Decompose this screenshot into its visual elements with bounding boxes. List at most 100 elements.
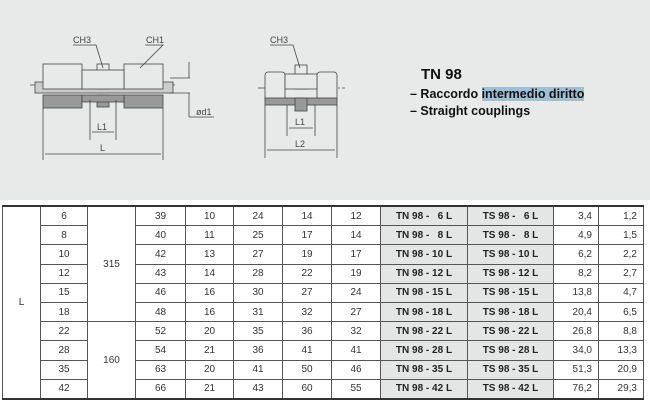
dimension-cell: 19 bbox=[282, 244, 332, 265]
dimension-cell: 25 bbox=[233, 225, 283, 246]
d1-cell: 35 bbox=[40, 359, 88, 380]
dimension-cell: 27 bbox=[233, 244, 283, 265]
dimension-cell: 14 bbox=[282, 205, 332, 227]
weight-cell: 3,4 bbox=[553, 205, 599, 227]
dimension-cell: 55 bbox=[331, 378, 381, 400]
ts-code-cell: TS 98 - 28 L bbox=[467, 340, 554, 361]
ts-code-cell: TS 98 - 12 L bbox=[467, 263, 554, 284]
coupling-drawing-left: CH3 CH1 ød1 L1 L bbox=[30, 35, 214, 160]
dimension-cell: 40 bbox=[135, 225, 186, 246]
dimension-cell: 41 bbox=[282, 340, 332, 361]
tn-code-cell: TN 98 - 12 L bbox=[380, 263, 468, 284]
dimension-cell: 13 bbox=[185, 244, 234, 265]
d1-cell: 22 bbox=[40, 321, 88, 342]
d1-cell: 10 bbox=[40, 244, 88, 265]
series-cell: L bbox=[2, 205, 41, 400]
technical-drawing: CH3 CH1 ød1 L1 L CH3 L1 L2 bbox=[30, 35, 345, 160]
dimension-cell: 41 bbox=[331, 340, 381, 361]
d1-cell: 12 bbox=[40, 263, 88, 284]
tn-code-cell: TN 98 - 28 L bbox=[380, 340, 468, 361]
dimension-cell: 14 bbox=[331, 225, 381, 246]
ts-code-cell: TS 98 - 15 L bbox=[467, 282, 554, 303]
tn-code-cell: TN 98 - 42 L bbox=[380, 378, 468, 400]
dimension-cell: 27 bbox=[282, 282, 332, 303]
dimension-cell: 39 bbox=[135, 205, 186, 227]
weight-cell: 2,2 bbox=[598, 244, 644, 265]
label-d1: ød1 bbox=[196, 107, 212, 117]
dimension-cell: 10 bbox=[185, 205, 234, 227]
dimension-cell: 20 bbox=[185, 321, 234, 342]
weight-cell: 4,7 bbox=[598, 282, 644, 303]
d1-cell: 6 bbox=[40, 205, 88, 227]
weight-cell: 13,8 bbox=[553, 282, 599, 303]
dimension-cell: 54 bbox=[135, 340, 186, 361]
label-l1-left: L1 bbox=[97, 122, 107, 132]
dimension-cell: 52 bbox=[135, 321, 186, 342]
dimension-cell: 17 bbox=[282, 225, 332, 246]
weight-cell: 8,2 bbox=[553, 263, 599, 284]
dimension-cell: 19 bbox=[331, 263, 381, 284]
dimension-cell: 46 bbox=[331, 359, 381, 380]
d1-cell: 28 bbox=[40, 340, 88, 361]
tn-code-cell: TN 98 - 8 L bbox=[380, 225, 468, 246]
dimension-cell: 21 bbox=[185, 340, 234, 361]
dimension-cell: 42 bbox=[135, 244, 186, 265]
dimension-cell: 46 bbox=[135, 282, 186, 303]
weight-cell: 34,0 bbox=[553, 340, 599, 361]
weight-cell: 1,2 bbox=[598, 205, 644, 227]
tn-code-cell: TN 98 - 35 L bbox=[380, 359, 468, 380]
tn-code-cell: TN 98 - 18 L bbox=[380, 301, 468, 323]
weight-cell: 26,8 bbox=[553, 321, 599, 342]
ts-code-cell: TS 98 - 35 L bbox=[467, 359, 554, 380]
dimension-cell: 16 bbox=[185, 282, 234, 303]
pressure-cell: 160 bbox=[87, 321, 136, 400]
dimension-cell: 20 bbox=[185, 359, 234, 380]
description-italian: – Raccordo intermedio diritto bbox=[410, 87, 585, 101]
label-l: L bbox=[100, 143, 105, 153]
dimension-cell: 31 bbox=[233, 301, 283, 323]
ts-code-cell: TS 98 - 6 L bbox=[467, 205, 554, 227]
dimension-cell: 50 bbox=[282, 359, 332, 380]
dimension-cell: 14 bbox=[185, 263, 234, 284]
weight-cell: 4,9 bbox=[553, 225, 599, 246]
ts-code-cell: TS 98 - 8 L bbox=[467, 225, 554, 246]
d1-cell: 18 bbox=[40, 301, 88, 323]
label-l2: L2 bbox=[295, 139, 305, 149]
d1-cell: 8 bbox=[40, 225, 88, 246]
dimension-cell: 66 bbox=[135, 378, 186, 400]
weight-cell: 1,5 bbox=[598, 225, 644, 246]
label-ch3-right: CH3 bbox=[270, 35, 288, 45]
ts-code-cell: TS 98 - 10 L bbox=[467, 244, 554, 265]
tn-code-cell: TN 98 - 15 L bbox=[380, 282, 468, 303]
description-italian-prefix: – Raccordo bbox=[410, 87, 482, 101]
weight-cell: 20,9 bbox=[598, 359, 644, 380]
coupling-drawing-right: CH3 L1 L2 bbox=[258, 35, 345, 158]
weight-cell: 29,3 bbox=[598, 378, 644, 400]
weight-cell: 13,3 bbox=[598, 340, 644, 361]
ts-code-cell: TS 98 - 42 L bbox=[467, 378, 554, 400]
tn-code-cell: TN 98 - 10 L bbox=[380, 244, 468, 265]
weight-cell: 20,4 bbox=[553, 301, 599, 323]
highlighted-text: intermedio diritto bbox=[481, 87, 585, 101]
dimension-cell: 24 bbox=[331, 282, 381, 303]
tn-code-cell: TN 98 - 22 L bbox=[380, 321, 468, 342]
ts-code-cell: TS 98 - 22 L bbox=[467, 321, 554, 342]
d1-cell: 15 bbox=[40, 282, 88, 303]
label-ch1: CH1 bbox=[146, 35, 164, 45]
dimension-cell: 48 bbox=[135, 301, 186, 323]
dimension-cell: 17 bbox=[331, 244, 381, 265]
dimension-cell: 27 bbox=[331, 301, 381, 323]
dimension-cell: 63 bbox=[135, 359, 186, 380]
dimension-cell: 36 bbox=[233, 340, 283, 361]
dimension-cell: 22 bbox=[282, 263, 332, 284]
dimension-cell: 36 bbox=[282, 321, 332, 342]
dimension-cell: 24 bbox=[233, 205, 283, 227]
